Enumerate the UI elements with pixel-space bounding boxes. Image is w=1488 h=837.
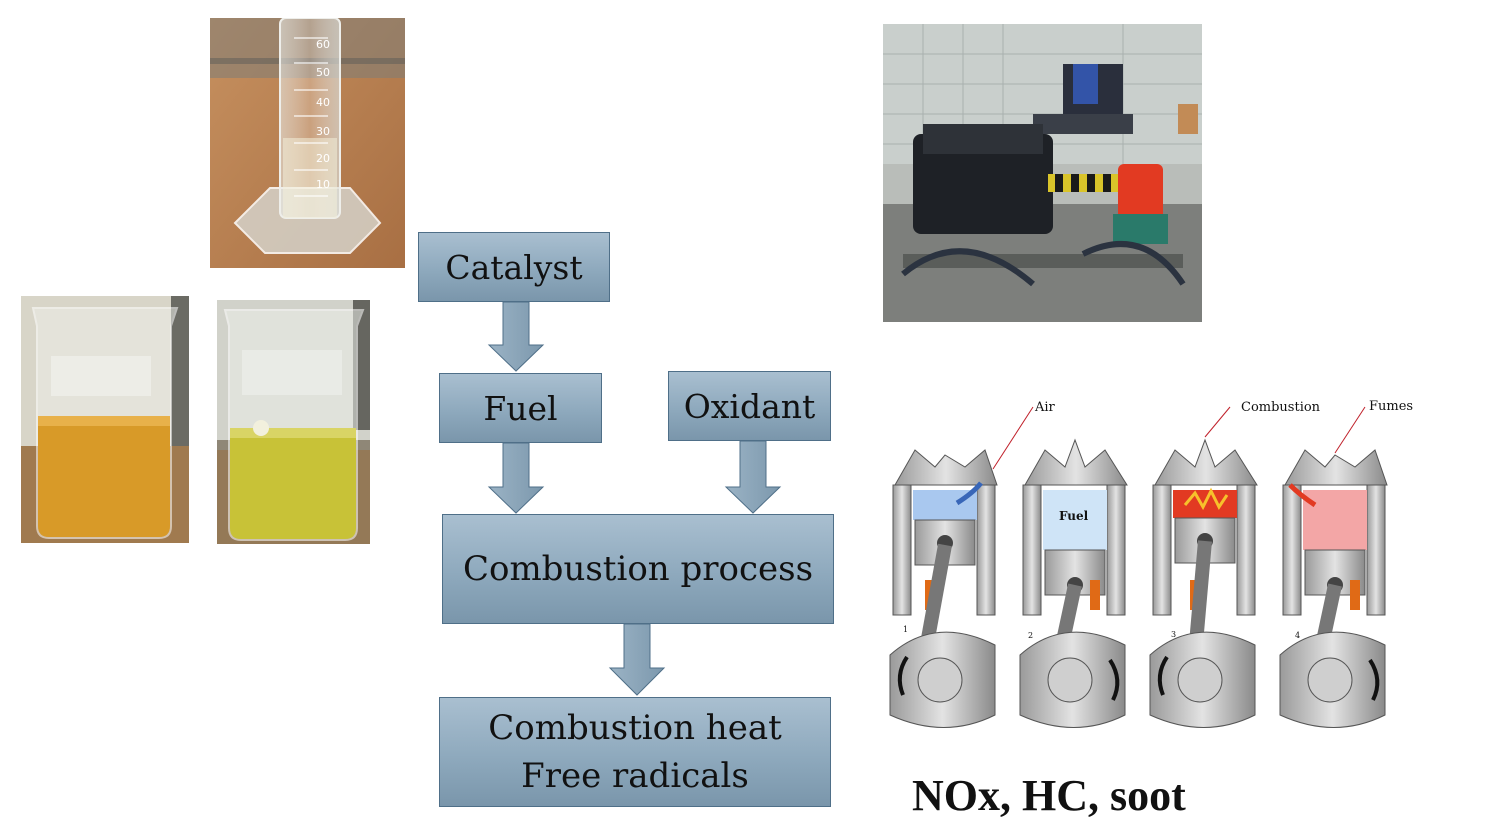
engine-cylinder-3 [1149,438,1258,728]
graduated-cylinder-photo: 60 50 40 30 20 10 [210,18,405,268]
four-stroke-engine-diagram: Air Combustion Fumes Fuel 1 2 3 4 [885,395,1415,745]
oxidant-label: Oxidant [683,386,816,426]
step-2: 2 [1028,631,1034,640]
combustion-heat-label: Combustion heat [488,708,782,748]
fuel-label: Fuel [483,388,558,428]
arrow-process-to-output [608,623,666,696]
arrow-fuel-to-process [487,442,545,514]
label-fumes: Fumes [1369,399,1414,414]
green-fuel-beaker-photo [217,300,370,544]
amber-fuel-beaker-photo [21,296,189,543]
output-box: Combustion heat Free radicals [439,697,831,807]
green-beaker-illustration [217,300,370,544]
test-bench-illustration [883,24,1202,322]
label-combustion: Combustion [1241,400,1321,415]
mark-50: 50 [316,66,330,79]
oxidant-box: Oxidant [668,371,831,441]
mark-20: 20 [316,152,330,165]
amber-beaker-illustration [21,296,189,543]
engine-cylinder-2 [1019,438,1128,728]
catalyst-box: Catalyst [418,232,610,302]
free-radicals-label: Free radicals [521,756,749,796]
step-3: 3 [1171,630,1177,639]
combustion-process-label: Combustion process [462,549,814,589]
mark-30: 30 [316,125,330,138]
combustion-process-box: Combustion process [442,514,834,624]
label-fuel: Fuel [1059,509,1089,523]
engine-cylinder-1 [889,449,998,728]
step-1: 1 [903,625,909,634]
arrow-catalyst-to-fuel [487,301,545,372]
engine-cycle-illustration [889,406,1388,728]
mark-60: 60 [316,38,330,51]
label-air: Air [1035,400,1055,415]
engine-cylinder-4 [1279,449,1388,728]
mark-10: 10 [316,178,330,191]
graduated-cylinder-illustration: 60 50 40 30 20 10 [210,18,405,268]
engine-test-bench-photo [883,24,1202,322]
mark-40: 40 [316,96,330,109]
step-4: 4 [1295,631,1301,640]
catalyst-label: Catalyst [445,247,583,287]
arrow-oxidant-to-process [724,440,782,514]
fuel-box: Fuel [439,373,602,443]
emissions-label: NOx, HC, soot [912,771,1186,820]
